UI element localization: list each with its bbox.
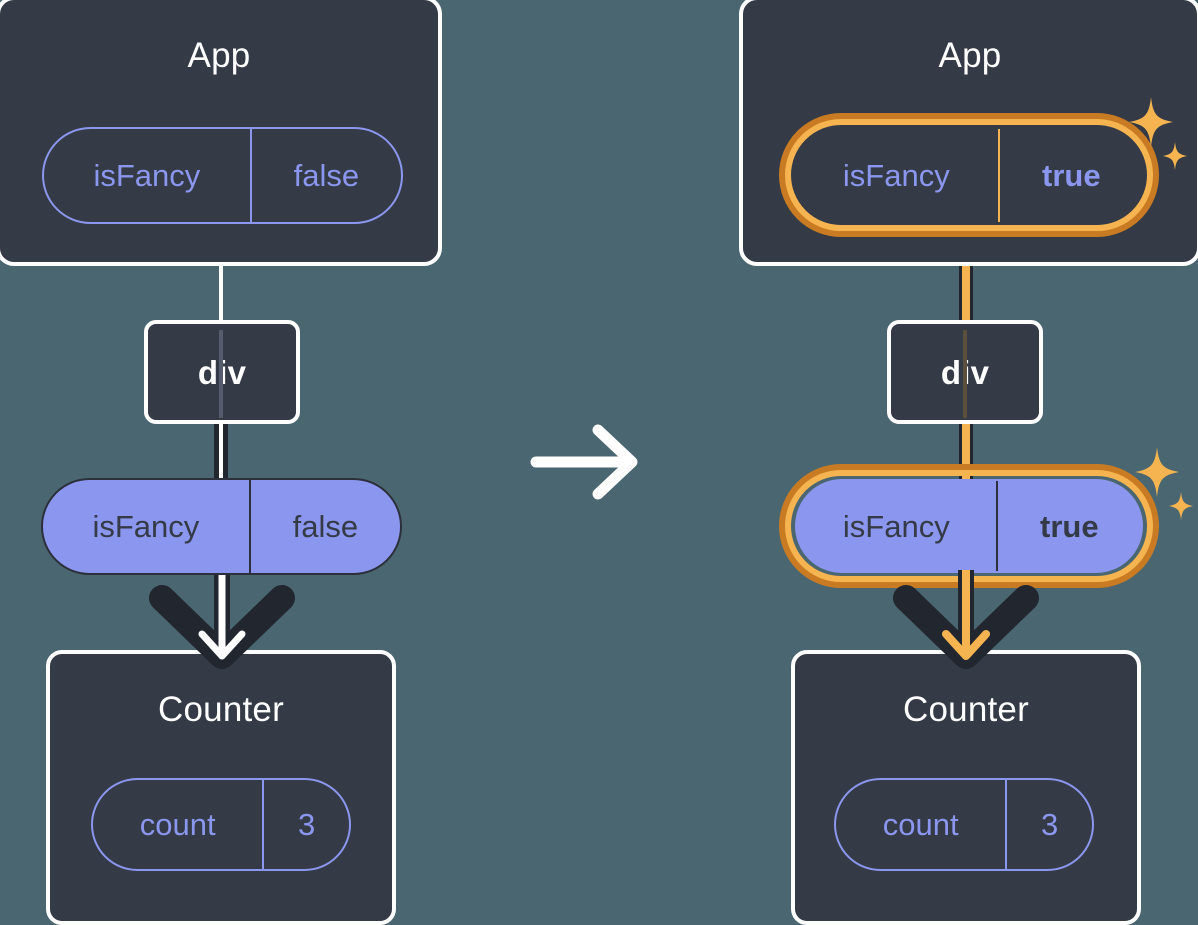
prop-pill-name-after: isFancy xyxy=(842,508,950,544)
connector-div-to-prop-orange xyxy=(962,414,970,494)
after-panel: App isFancy true div isFancy true xyxy=(599,0,1198,925)
app-title-after: App xyxy=(938,36,1002,75)
counter-state-pill-after[interactable]: count 3 xyxy=(834,778,1094,871)
counter-state-pill-value: 3 xyxy=(262,780,349,869)
prop-pill[interactable]: isFancy false xyxy=(41,478,402,575)
app-title: App xyxy=(187,36,251,75)
app-state-pill[interactable]: isFancy false xyxy=(42,127,403,224)
app-state-pill-name-after: isFancy xyxy=(842,158,950,193)
connector-inside-div xyxy=(219,330,223,418)
connector-div-to-prop-highlight xyxy=(219,414,223,494)
prop-pill-name: isFancy xyxy=(92,509,200,544)
counter-state-pill-name-after: count xyxy=(882,807,959,842)
app-state-pill-value-after: true xyxy=(997,129,1143,222)
prop-pill-value: false xyxy=(248,480,400,573)
connector-app-to-div-orange xyxy=(962,225,970,335)
connector-app-to-div xyxy=(219,266,223,326)
counter-state-pill-value-after: 3 xyxy=(1005,780,1092,869)
prop-pill-after[interactable]: isFancy true xyxy=(795,479,1143,573)
prop-pill-value-after: true xyxy=(995,481,1141,571)
counter-title-after: Counter xyxy=(903,690,1029,729)
before-panel: App isFancy false div isFancy false xyxy=(0,0,599,925)
counter-state-pill-name: count xyxy=(139,807,216,842)
app-state-pill-name: isFancy xyxy=(93,158,201,193)
counter-title: Counter xyxy=(158,690,284,729)
app-state-pill-highlight-ring xyxy=(779,113,1159,237)
app-state-pill-value: false xyxy=(249,129,401,222)
app-state-pill-after[interactable]: isFancy true xyxy=(793,127,1145,224)
connector-inside-div-after xyxy=(963,330,967,418)
counter-state-pill[interactable]: count 3 xyxy=(91,778,351,871)
transition-arrow-right xyxy=(528,420,648,504)
